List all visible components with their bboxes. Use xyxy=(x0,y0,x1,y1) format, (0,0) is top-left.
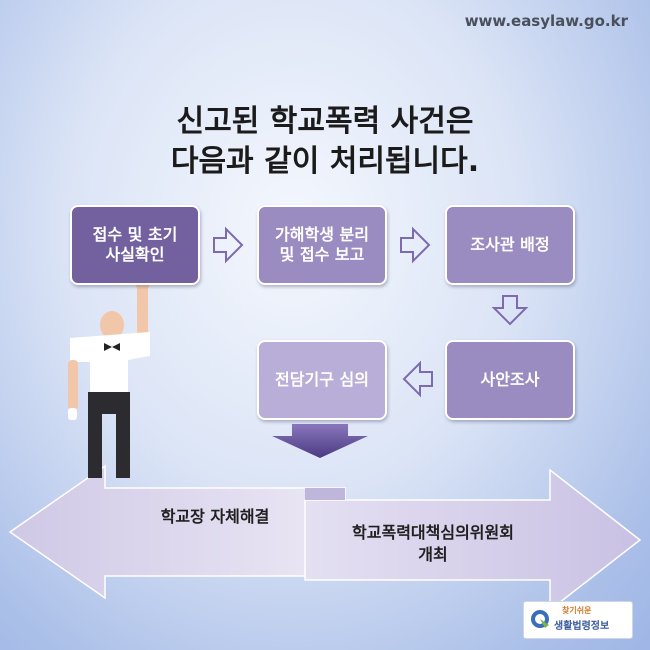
title-line-1: 신고된 학교폭력 사건은 xyxy=(176,104,474,139)
site-url[interactable]: www.easylaw.go.kr xyxy=(464,12,628,30)
down-arrow-to-outcomes xyxy=(272,424,368,458)
step-report-initial-check: 접수 및 초기 사실확인 xyxy=(70,205,200,285)
person-figure xyxy=(68,278,150,478)
arrow-left xyxy=(402,360,433,398)
arrow-right-1 xyxy=(213,226,244,264)
logo-mark-icon xyxy=(531,610,549,628)
step-separate-label: 가해학생 분리 및 접수 보고 xyxy=(275,225,369,264)
arrow-down xyxy=(491,295,529,326)
fold-strip xyxy=(305,488,345,500)
step-investigator-label: 조사관 배정 xyxy=(470,235,550,254)
step-investigation-label: 사안조사 xyxy=(480,370,540,389)
logo-bottom-text: 생활법령정보 xyxy=(554,621,610,632)
arrow-right-2 xyxy=(400,226,431,264)
left-outcome-arrow xyxy=(8,464,346,600)
logo-top-text: 찾기쉬운 xyxy=(562,606,592,615)
right-outcome-arrow xyxy=(304,468,642,612)
title-line-2: 다음과 같이 처리됩니다. xyxy=(170,144,480,179)
outcome-school-resolution: 학교장 자체해결 xyxy=(160,507,270,526)
step-investigation: 사안조사 xyxy=(445,340,575,420)
step-committee-review: 전담기구 심의 xyxy=(257,340,387,420)
step-investigator-assign: 조사관 배정 xyxy=(445,205,575,285)
easylaw-logo[interactable]: 찾기쉬운 생활법령정보 xyxy=(523,601,633,639)
outcome-committee: 학교폭력대책심의위원회 개최 xyxy=(352,523,514,564)
step-committee-review-label: 전담기구 심의 xyxy=(275,370,369,389)
step-separate-report: 가해학생 분리 및 접수 보고 xyxy=(257,205,387,285)
step-report-label: 접수 및 초기 사실확인 xyxy=(92,225,178,264)
